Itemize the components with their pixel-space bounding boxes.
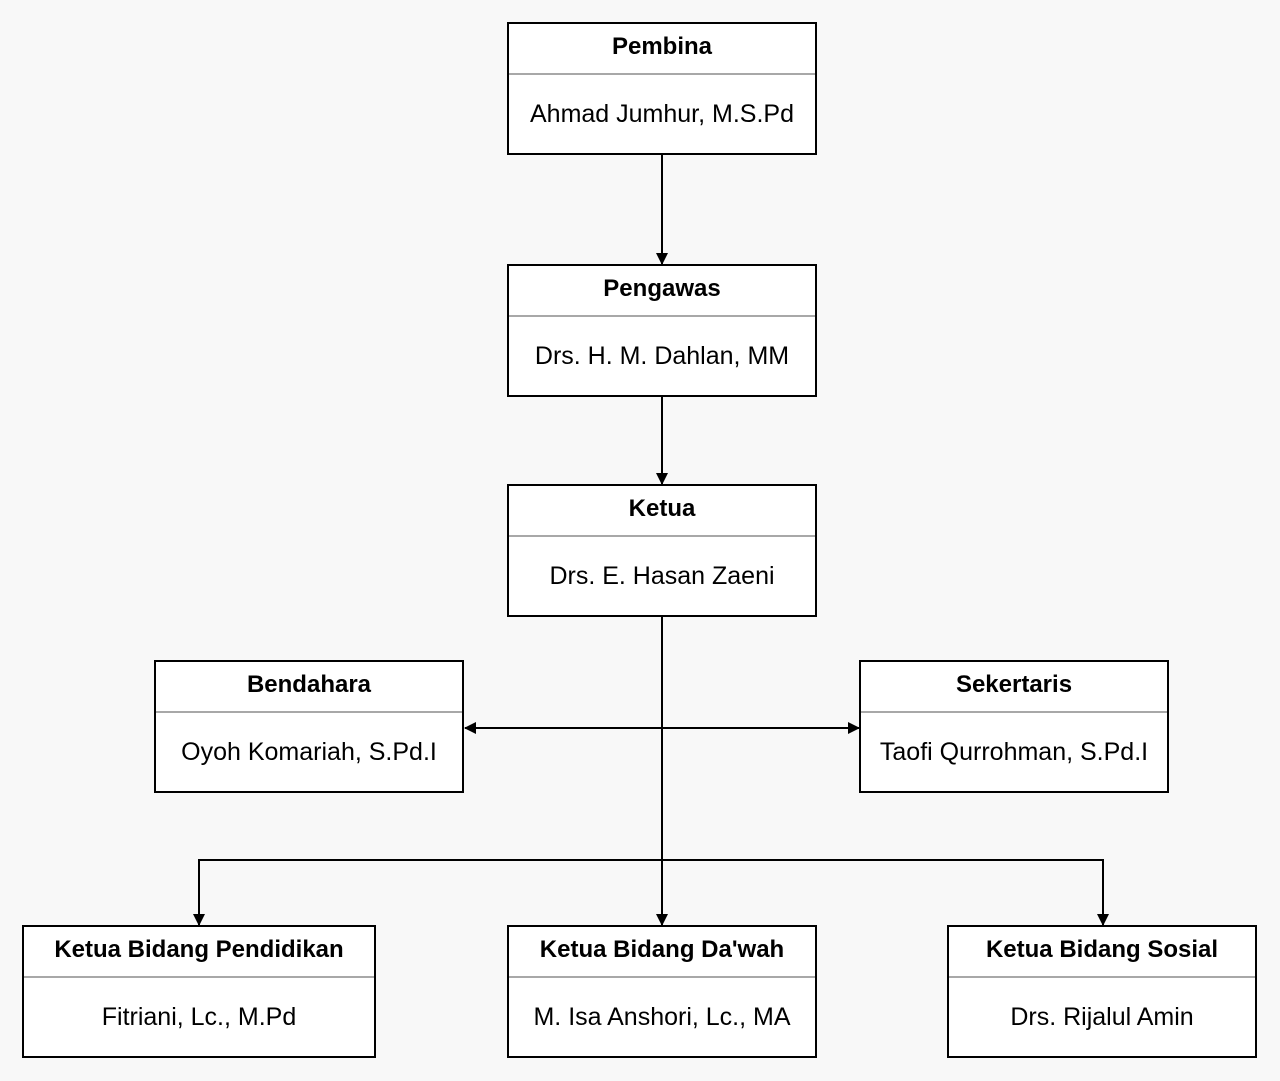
node-dawah-role: Ketua Bidang Da'wah — [509, 927, 815, 978]
node-pembina-name: Ahmad Jumhur, M.S.Pd — [529, 99, 794, 128]
node-pembina: Pembina Ahmad Jumhur, M.S.Pd — [507, 22, 817, 155]
node-sosial-role: Ketua Bidang Sosial — [949, 927, 1255, 978]
node-ketua-role: Ketua — [509, 486, 815, 537]
node-pengawas: Pengawas Drs. H. M. Dahlan, MM — [507, 264, 817, 397]
node-dawah-name: M. Isa Anshori, Lc., MA — [533, 1002, 791, 1031]
node-ketua-bidang-sosial: Ketua Bidang Sosial Drs. Rijalul Amin — [947, 925, 1257, 1058]
node-pembina-role: Pembina — [509, 24, 815, 75]
node-bendahara: Bendahara Oyoh Komariah, S.Pd.I — [154, 660, 464, 793]
node-ketua-name: Drs. E. Hasan Zaeni — [549, 561, 775, 590]
node-sekertaris-name: Taofi Qurrohman, S.Pd.I — [879, 737, 1149, 766]
node-bendahara-name: Oyoh Komariah, S.Pd.I — [181, 737, 437, 766]
node-bendahara-role: Bendahara — [156, 662, 462, 713]
node-ketua-bidang-pendidikan: Ketua Bidang Pendidikan Fitriani, Lc., M… — [22, 925, 376, 1058]
node-pendidikan-role: Ketua Bidang Pendidikan — [24, 927, 374, 978]
node-sosial-name: Drs. Rijalul Amin — [1010, 1002, 1194, 1031]
node-ketua: Ketua Drs. E. Hasan Zaeni — [507, 484, 817, 617]
node-pengawas-role: Pengawas — [509, 266, 815, 317]
node-pendidikan-name: Fitriani, Lc., M.Pd — [101, 1002, 297, 1031]
node-sekertaris-role: Sekertaris — [861, 662, 1167, 713]
node-ketua-bidang-dawah: Ketua Bidang Da'wah M. Isa Anshori, Lc.,… — [507, 925, 817, 1058]
node-pengawas-name: Drs. H. M. Dahlan, MM — [534, 341, 790, 370]
node-sekertaris: Sekertaris Taofi Qurrohman, S.Pd.I — [859, 660, 1169, 793]
